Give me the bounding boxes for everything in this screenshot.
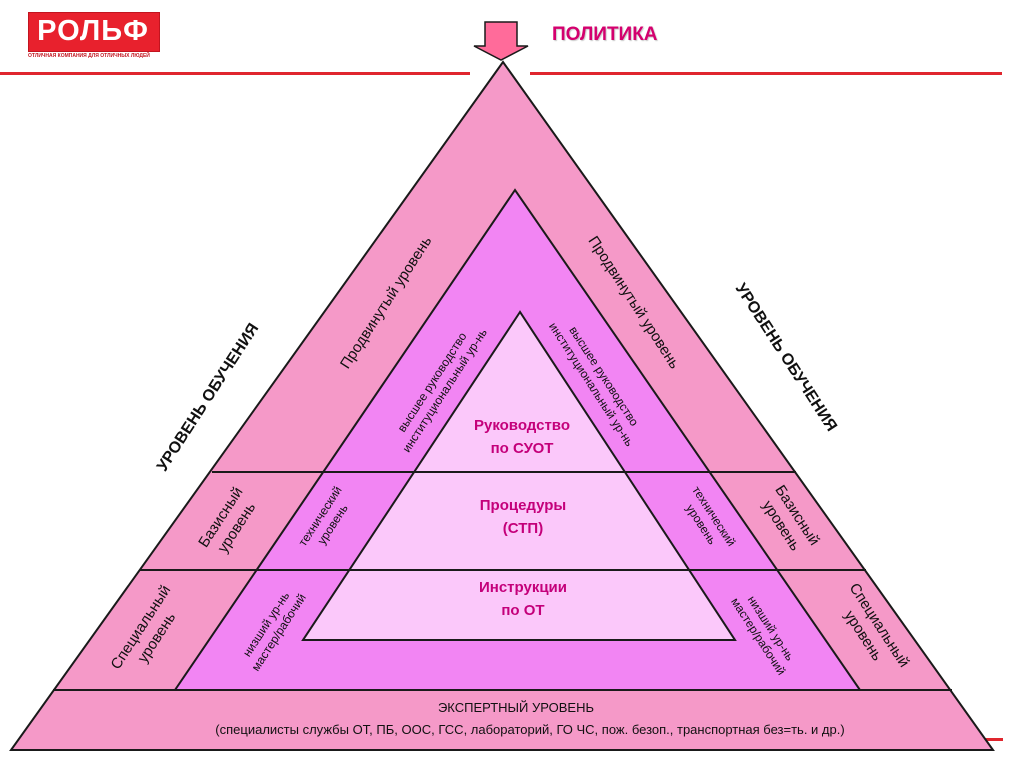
core-manual-line1: Руководство [474,417,570,434]
logo-tagline: ОТЛИЧНАЯ КОМПАНИЯ ДЛЯ ОТЛИЧНЫХ ЛЮДЕЙ [28,53,150,59]
company-logo: РОЛЬФ ОТЛИЧНАЯ КОМПАНИЯ ДЛЯ ОТЛИЧНЫХ ЛЮД… [28,12,160,62]
footer-rule-right [985,738,1003,741]
logo-box [28,12,160,52]
core-triangle [301,310,737,641]
header-rule-right [530,72,1002,75]
expert-level-title: ЭКСПЕРТНЫЙ УРОВЕНЬ [438,700,594,715]
core-instructions-line2: по ОТ [501,602,544,619]
policy-arrow-icon [473,21,529,61]
page-title: ПОЛИТИКА [552,24,658,45]
expert-level-description: (специалисты службы ОТ, ПБ, ООС, ГСС, ла… [215,722,844,737]
logo-brand: РОЛЬФ [37,15,149,47]
core-procedures-line1: Процедуры [480,497,567,514]
core-procedures-line2: (СТП) [503,520,543,537]
core-manual-line2: по СУОТ [491,440,554,457]
header-rule-left [0,72,470,75]
core-instructions-line1: Инструкции [479,579,567,596]
